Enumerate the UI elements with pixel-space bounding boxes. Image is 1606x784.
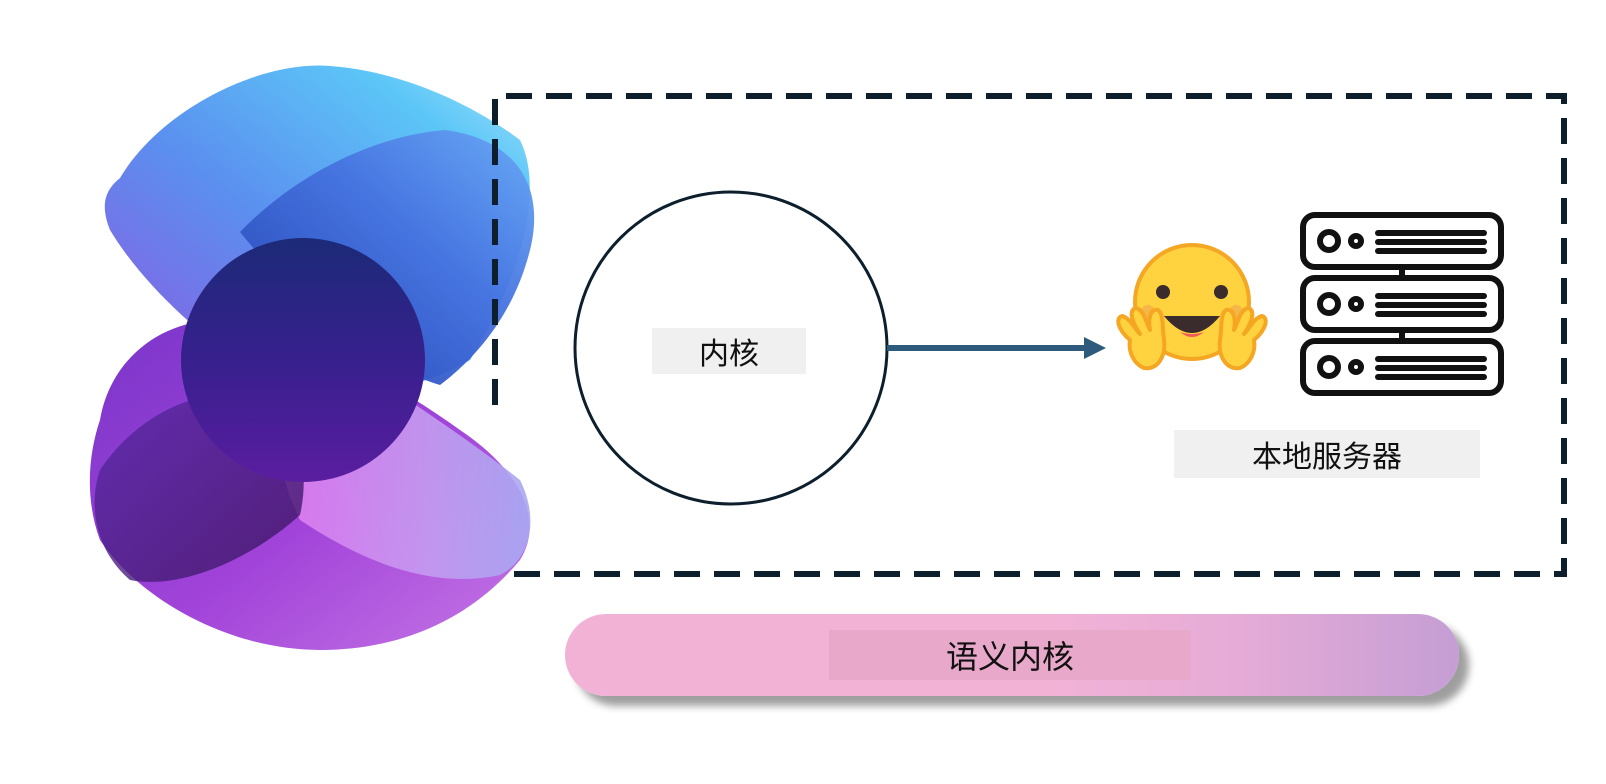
logo-top-inner bbox=[240, 130, 535, 385]
connection-arrow bbox=[887, 337, 1106, 359]
kernel-label: 内核 bbox=[652, 328, 806, 374]
local-server-label: 本地服务器 bbox=[1174, 430, 1480, 478]
hugging-face-emoji-icon bbox=[1116, 243, 1268, 371]
local-boundary-dashed bbox=[492, 93, 1567, 577]
logo-center-sphere bbox=[181, 238, 425, 482]
semantic-kernel-logo bbox=[89, 65, 535, 650]
server-rack-icon bbox=[1300, 212, 1504, 396]
semantic-kernel-label: 语义内核 bbox=[829, 630, 1191, 680]
